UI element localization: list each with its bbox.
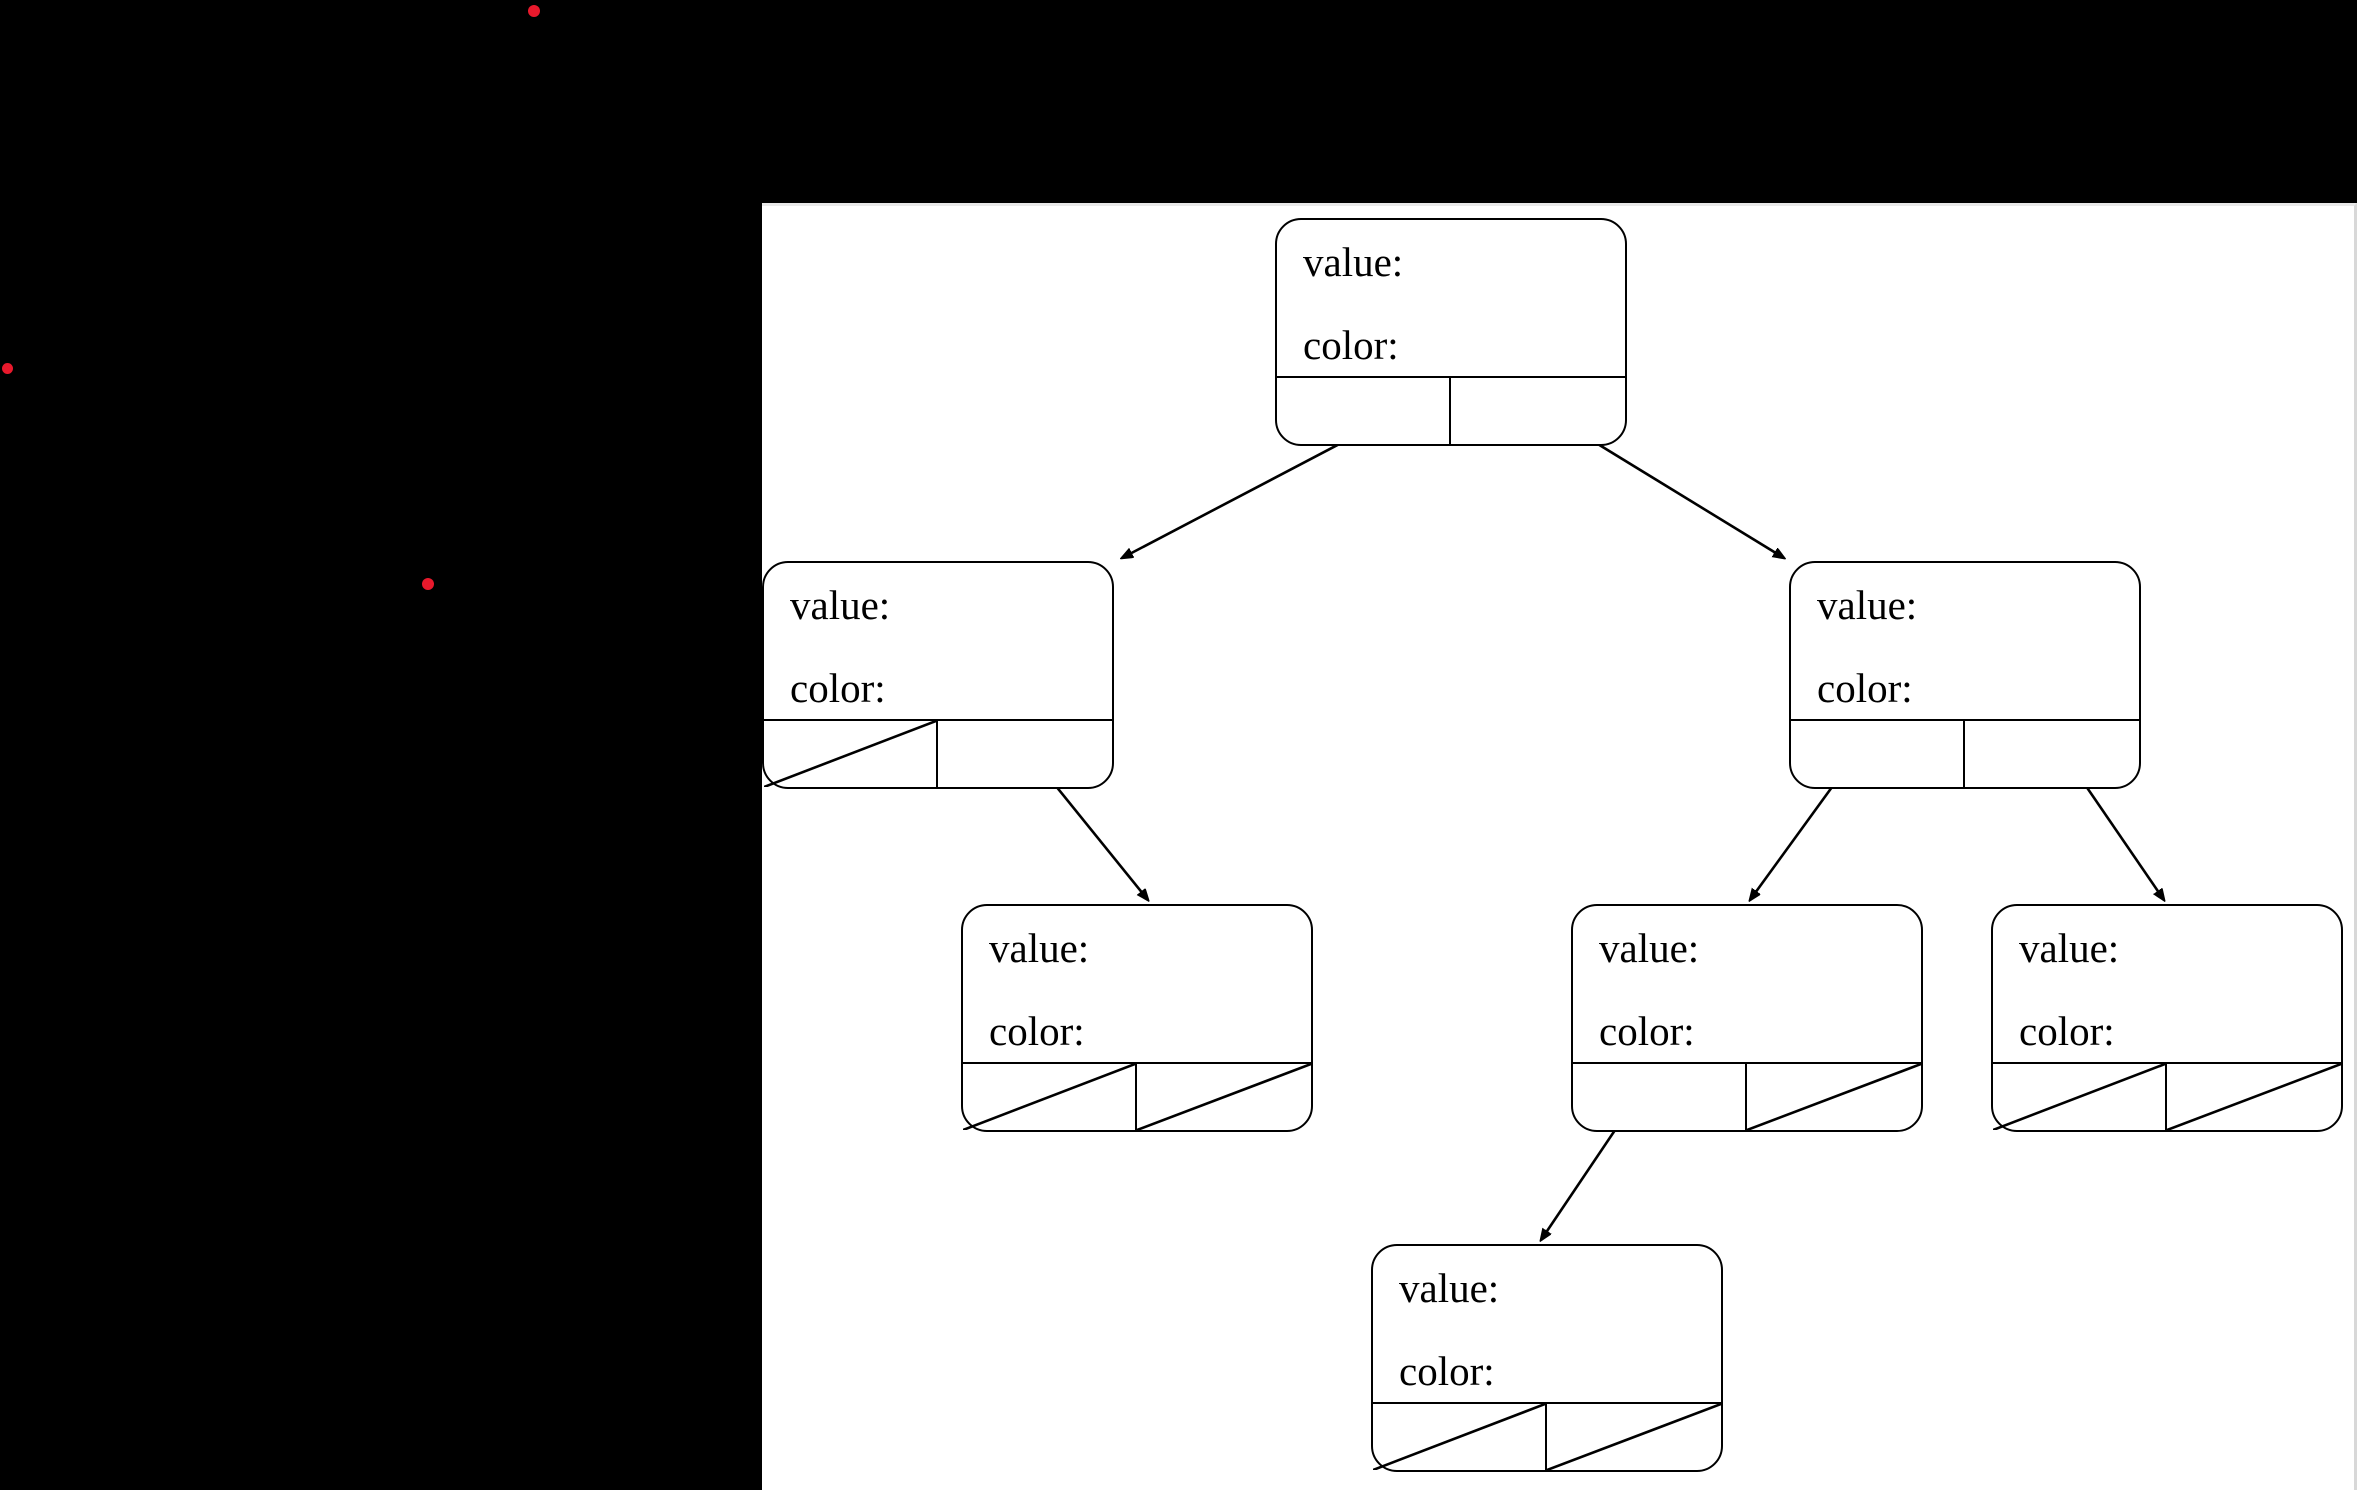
node-color-label: color: bbox=[1599, 1008, 1695, 1054]
node-body: value: color: bbox=[1573, 906, 1921, 1058]
node-color-label: color: bbox=[989, 1008, 1085, 1054]
marker-dot-left bbox=[2, 363, 13, 374]
null-pointer-slash-icon bbox=[2167, 1064, 2341, 1130]
node-pointer-row bbox=[1573, 1062, 1921, 1130]
node-value-label: value: bbox=[989, 925, 1090, 971]
node-body: value: color: bbox=[1993, 906, 2341, 1058]
right-pointer-cell[interactable] bbox=[1451, 378, 1625, 444]
tree-node-deepest[interactable]: value: color: bbox=[1371, 1244, 1723, 1472]
tree-node-right-child[interactable]: value: color: bbox=[1789, 561, 2141, 789]
node-body: value: color: bbox=[764, 563, 1112, 715]
right-pointer-cell-null[interactable] bbox=[2167, 1064, 2341, 1130]
node-value-label: value: bbox=[1599, 925, 1700, 971]
left-pointer-cell[interactable] bbox=[1791, 721, 1965, 787]
graph-layer: value: color: value: color: bbox=[762, 206, 2354, 1490]
node-color-label: color: bbox=[1817, 665, 1913, 711]
null-pointer-slash-icon bbox=[1747, 1064, 1921, 1130]
diagram-canvas[interactable]: value: color: value: color: bbox=[762, 203, 2357, 1490]
marker-dot-middle bbox=[422, 578, 434, 590]
node-body: value: color: bbox=[1277, 220, 1625, 372]
null-pointer-slash-icon bbox=[764, 721, 936, 787]
tree-node-left-child[interactable]: value: color: bbox=[762, 561, 1114, 789]
left-pointer-cell-null[interactable] bbox=[764, 721, 938, 787]
node-color-label: color: bbox=[2019, 1008, 2115, 1054]
left-pointer-cell[interactable] bbox=[1573, 1064, 1747, 1130]
left-pointer-cell-null[interactable] bbox=[963, 1064, 1137, 1130]
right-pointer-cell-null[interactable] bbox=[1747, 1064, 1921, 1130]
tree-node-right-left-grandchild[interactable]: value: color: bbox=[1571, 904, 1923, 1132]
node-body: value: color: bbox=[963, 906, 1311, 1058]
null-pointer-slash-icon bbox=[1547, 1404, 1721, 1470]
node-value-label: value: bbox=[790, 582, 891, 628]
right-pointer-cell-null[interactable] bbox=[1547, 1404, 1721, 1470]
left-pointer-cell-null[interactable] bbox=[1993, 1064, 2167, 1130]
tree-node-left-right-grandchild[interactable]: value: color: bbox=[961, 904, 1313, 1132]
node-body: value: color: bbox=[1373, 1246, 1721, 1398]
null-pointer-slash-icon bbox=[1137, 1064, 1311, 1130]
tree-node-right-right-grandchild[interactable]: value: color: bbox=[1991, 904, 2343, 1132]
node-pointer-row bbox=[963, 1062, 1311, 1130]
node-color-label: color: bbox=[790, 665, 886, 711]
node-color-label: color: bbox=[1399, 1348, 1495, 1394]
node-value-label: value: bbox=[1303, 239, 1404, 285]
null-pointer-slash-icon bbox=[1993, 1064, 2165, 1130]
node-pointer-row bbox=[1993, 1062, 2341, 1130]
node-pointer-row bbox=[1277, 376, 1625, 444]
right-pointer-cell[interactable] bbox=[938, 721, 1112, 787]
node-pointer-row bbox=[1791, 719, 2139, 787]
node-pointer-row bbox=[1373, 1402, 1721, 1470]
node-value-label: value: bbox=[2019, 925, 2120, 971]
node-value-label: value: bbox=[1817, 582, 1918, 628]
marker-dot-top bbox=[528, 5, 540, 17]
null-pointer-slash-icon bbox=[963, 1064, 1135, 1130]
right-pointer-cell-null[interactable] bbox=[1137, 1064, 1311, 1130]
node-value-label: value: bbox=[1399, 1265, 1500, 1311]
null-pointer-slash-icon bbox=[1373, 1404, 1545, 1470]
right-pointer-cell[interactable] bbox=[1965, 721, 2139, 787]
left-pointer-cell-null[interactable] bbox=[1373, 1404, 1547, 1470]
node-body: value: color: bbox=[1791, 563, 2139, 715]
node-pointer-row bbox=[764, 719, 1112, 787]
node-color-label: color: bbox=[1303, 322, 1399, 368]
left-pointer-cell[interactable] bbox=[1277, 378, 1451, 444]
tree-node-root[interactable]: value: color: bbox=[1275, 218, 1627, 446]
